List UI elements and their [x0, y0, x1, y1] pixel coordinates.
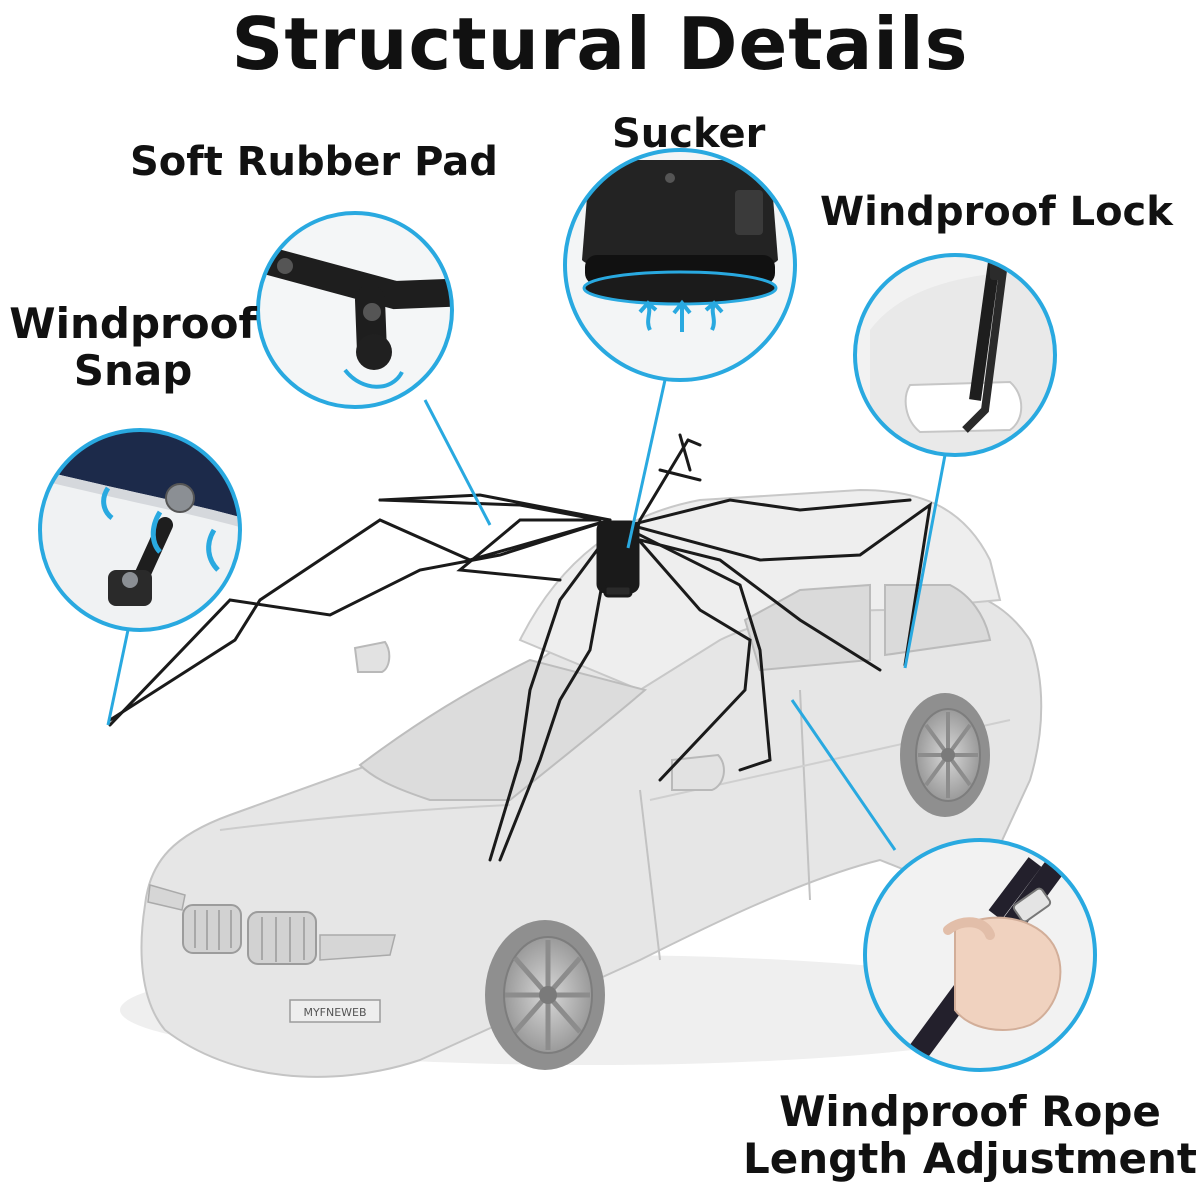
callout-rope-length-adjustment [863, 838, 1097, 1072]
page-title: Structural Details [231, 2, 969, 86]
callout-soft-rubber-pad [256, 211, 454, 409]
front-wheel [485, 920, 605, 1070]
umbrella-frame [108, 433, 933, 862]
label-sucker: Sucker [612, 111, 766, 157]
car-mirror-right [671, 753, 725, 791]
rear-wheel [900, 693, 990, 817]
callout-windproof-snap [38, 428, 242, 632]
car-side-window-front [743, 583, 871, 672]
label-windproof-rope-line1: Windproof Rope [779, 1087, 1161, 1136]
car-mirror-left [353, 640, 391, 673]
label-windproof-snap-line2: Snap [73, 346, 193, 396]
label-soft-rubber-pad: Soft Rubber Pad [130, 139, 498, 185]
label-windproof-rope-line2: Length Adjustment [743, 1134, 1197, 1184]
label-windproof-rope: Windproof Rope Length Adjustment [740, 1088, 1200, 1182]
leader-lines [106, 379, 947, 851]
license-plate [289, 999, 381, 1023]
car-windshield [358, 658, 648, 801]
callout-windproof-lock [853, 253, 1057, 457]
car-grille [182, 904, 317, 965]
callout-sucker [563, 148, 797, 382]
label-windproof-snap: Windproof Snap [8, 300, 258, 394]
label-windproof-lock: Windproof Lock [820, 189, 1173, 235]
license-plate-text: MYFNEWEB [303, 1006, 366, 1019]
label-windproof-snap-line1: Windproof [9, 299, 257, 348]
